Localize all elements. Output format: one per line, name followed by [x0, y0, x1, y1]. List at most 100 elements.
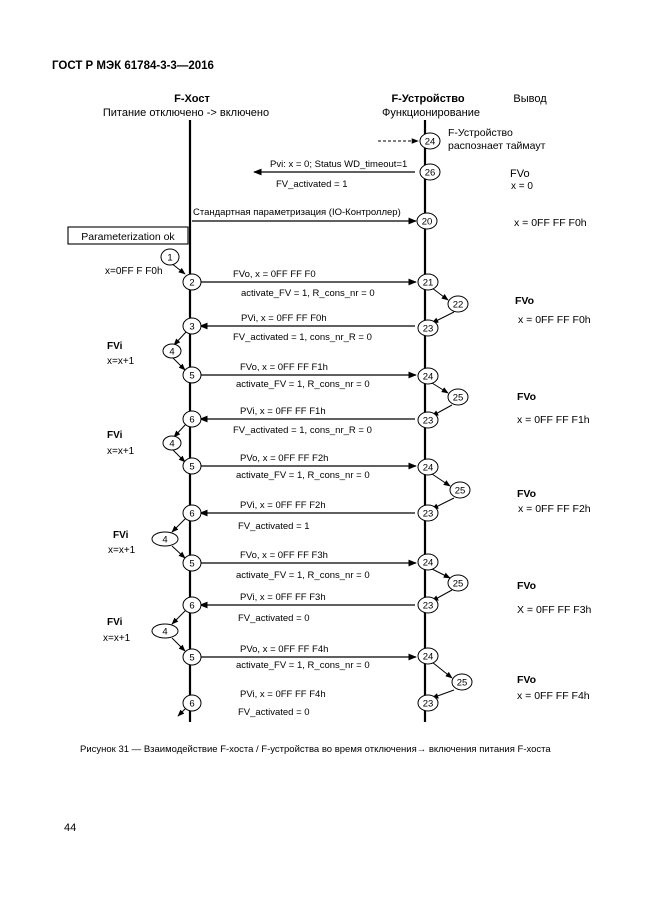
state-label: 24	[423, 558, 434, 569]
msg-5a-label-b: activate_FV = 1, R_cons_nr = 0	[236, 379, 370, 390]
arrow-21-22	[431, 287, 449, 301]
state-label: 22	[453, 300, 464, 311]
state-circle-24c: 24	[417, 458, 439, 476]
arrow-25b-23c	[431, 497, 455, 510]
state-label: 5	[189, 653, 194, 664]
state-label: 6	[189, 509, 194, 520]
state-label: 23	[423, 324, 434, 335]
output-5: x = 0FF FF F4h	[517, 690, 590, 702]
state-label: 24	[423, 652, 434, 663]
document-header: ГОСТ Р МЭК 61784-3-3—2016	[52, 60, 214, 72]
msg-5d-label-a: PVo, x = 0FF FF F4h	[240, 644, 328, 655]
state-label: 24	[423, 372, 434, 383]
state-label: 6	[189, 601, 194, 612]
output-20: x = 0FF FF F0h	[514, 217, 587, 229]
arrow-4a-5a	[172, 357, 186, 371]
state-label: 2	[189, 278, 194, 289]
arrow-6b-4c	[171, 517, 187, 533]
state-circle-4d: 4	[151, 623, 179, 639]
output-title: Вывод	[513, 93, 547, 105]
arrow-25d-23e	[431, 689, 455, 699]
msg-5d-label-b: activate_FV = 1, R_cons_nr = 0	[236, 660, 370, 671]
output-4: X = 0FF FF F3h	[517, 604, 592, 616]
msg-6d-label-a: PVi, x = 0FF FF F4h	[240, 689, 326, 700]
state-circle-6c: 6	[182, 596, 202, 614]
state-label: 4	[169, 347, 174, 358]
timeout-note-line2: распознает таймаут	[448, 140, 546, 152]
host-inc-2: x=x+1	[107, 446, 135, 457]
state-label: 23	[423, 416, 434, 427]
msg-3-label-a: PVi, x = 0FF FF F0h	[241, 313, 327, 324]
state-label: 24	[425, 137, 436, 148]
output-2: x = 0FF FF F1h	[517, 414, 590, 426]
state-circle-21: 21	[417, 273, 439, 291]
output-3: x = 0FF FF F2h	[518, 503, 591, 515]
host-inc-3: x=x+1	[108, 545, 136, 556]
state-circle-24b: 24	[417, 367, 439, 385]
arrow-24e-25d	[431, 661, 453, 679]
msg-5c-label-a: FVo, x = 0FF FF F3h	[240, 550, 328, 561]
state-circle-5b: 5	[182, 457, 202, 475]
output-fvo-5: FVo	[517, 674, 536, 686]
state-circle-4b: 4	[162, 435, 182, 451]
state-circle-5a: 5	[182, 366, 202, 384]
output-fvo-3: FVo	[517, 488, 536, 500]
msg-6a-label-a: PVi, x = 0FF FF F1h	[240, 406, 326, 417]
host-inc-1: x=x+1	[107, 356, 135, 367]
arrow-24b-25a	[431, 382, 449, 394]
state-circle-23d: 23	[417, 596, 439, 614]
host-title: F-Хост	[174, 93, 210, 105]
state-circle-6b: 6	[182, 504, 202, 522]
state-circle-25a: 25	[447, 388, 469, 406]
msg-26-label-b: FV_activated = 1	[276, 179, 348, 190]
parameterization-ok-text: Parameterization ok	[81, 231, 175, 243]
arrow-6d-end	[177, 707, 187, 717]
arrow-6a-4b	[173, 423, 187, 438]
msg-2-label-b: activate_FV = 1, R_cons_nr = 0	[241, 288, 375, 299]
output-fvo-2: FVo	[517, 391, 536, 403]
state-label: 20	[422, 217, 433, 228]
msg-3-label-b: FV_activated = 1, cons_nr_R = 0	[233, 332, 372, 343]
page-number: 44	[64, 822, 77, 834]
state-circle-6d: 6	[182, 694, 202, 712]
state-circle-1: 1	[160, 248, 180, 266]
state-label: 3	[189, 322, 194, 333]
state-label: 5	[189, 371, 194, 382]
state-circle-2: 2	[182, 273, 202, 291]
state-label: 6	[189, 699, 194, 710]
state-label: 1	[167, 253, 172, 264]
msg-5b-label-a: PVo, x = 0FF FF F2h	[240, 453, 328, 464]
host-state-1: x=0FF F F0h	[105, 266, 163, 277]
msg-5a-label-a: FVo, x = 0FF FF F1h	[240, 362, 328, 373]
msg-20-label: Стандартная параметризация (IO-Контролле…	[193, 207, 401, 218]
state-circle-25d: 25	[451, 673, 473, 691]
state-circle-22: 22	[447, 295, 469, 313]
state-label: 26	[425, 168, 436, 179]
state-label: 4	[162, 627, 167, 638]
state-circle-23e: 23	[417, 694, 439, 712]
state-circle-4a: 4	[162, 343, 182, 359]
device-subtitle: Функционирование	[382, 107, 480, 119]
host-fvi-4: FVi	[107, 617, 123, 628]
state-label: 25	[453, 579, 464, 590]
state-label: 25	[453, 393, 464, 404]
state-label: 5	[189, 559, 194, 570]
state-label: 23	[423, 699, 434, 710]
device-title: F-Устройство	[391, 93, 464, 105]
host-inc-4: x=x+1	[103, 633, 131, 644]
msg-26-label-a: Pvi: x = 0; Status WD_timeout=1	[270, 159, 407, 170]
arrow-4c-5c	[171, 545, 186, 559]
state-circle-25c: 25	[447, 574, 469, 592]
state-label: 5	[189, 462, 194, 473]
arrow-6c-4d	[171, 609, 187, 625]
msg-5b-label-b: activate_FV = 1, R_cons_nr = 0	[236, 470, 370, 481]
arrow-4d-5d	[171, 637, 186, 652]
state-circle-6a: 6	[182, 410, 202, 428]
fvo-top-value: x = 0	[511, 181, 533, 192]
state-circle-25b: 25	[449, 481, 471, 499]
state-circle-24d: 24	[417, 553, 439, 571]
state-circle-23b: 23	[417, 411, 439, 429]
state-label: 4	[169, 439, 174, 450]
host-fvi-3: FVi	[113, 530, 129, 541]
